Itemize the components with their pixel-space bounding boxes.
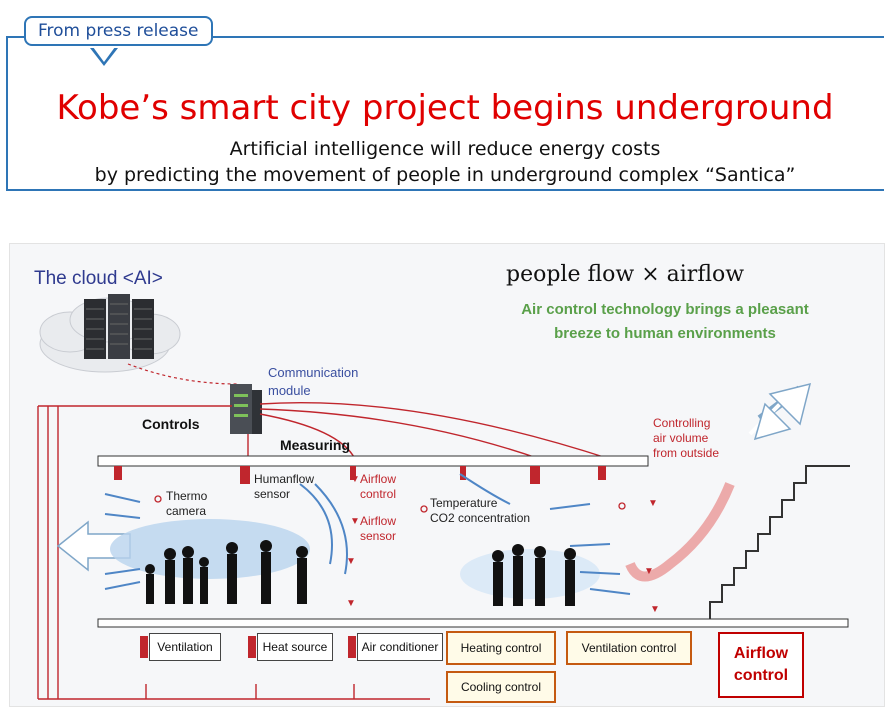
tagline: Air control technology brings a pleasant… (480, 298, 850, 346)
airflow-diagram: ▼ ▼ ▼ ▼ ▼ ▼ ▼ The cloud <AI> people flow × ai… (9, 243, 885, 707)
outside-line-2: air volume (653, 431, 709, 445)
outside-line-1: Controlling (653, 416, 711, 430)
humanflow-line-1: Humanflow (254, 472, 315, 486)
airflow-box-line-1: Airflow (733, 645, 789, 662)
airflow-control-markers: ▼ ▼ ▼ ▼ ▼ ▼ ▼ (346, 474, 660, 615)
outside-air-arrows-icon (748, 382, 812, 441)
server-rack-icon (84, 294, 154, 359)
floor-slab (97, 618, 849, 628)
airflow-sensor-line-2: sensor (360, 529, 397, 543)
svg-text:▼: ▼ (346, 556, 356, 567)
diagram-graphics: ▼ ▼ ▼ ▼ ▼ ▼ ▼ (37, 294, 850, 700)
ventilation-box: Ventilation (149, 633, 221, 661)
cloud-title: The cloud <AI> (34, 268, 163, 289)
people-silhouettes-right (492, 544, 576, 606)
airflow-control-box: Airflow control (718, 632, 804, 698)
measuring-label: Measuring (280, 437, 351, 453)
outside-air-swirl (625, 482, 735, 582)
humanflow-line-2: sensor (254, 487, 291, 501)
ceiling-duct (97, 455, 649, 467)
outside-line-3: from outside (653, 446, 720, 460)
thermo-camera-label: Thermo camera (166, 489, 207, 519)
thermo-line-2: camera (166, 504, 207, 518)
airflow-control-line-2: control (360, 487, 397, 501)
ventilation-control-box: Ventilation control (566, 631, 692, 665)
airflow-control-label: Airflow control (360, 472, 396, 502)
svg-text:▼: ▼ (650, 604, 660, 615)
headline: Kobe’s smart city project begins undergr… (56, 88, 834, 128)
press-release-frame (6, 36, 884, 191)
airflow-arrows (104, 473, 631, 595)
people-area-glow-right (460, 549, 600, 599)
humanflow-sensor-label: Humanflow sensor (254, 472, 314, 502)
thermo-line-1: Thermo (166, 489, 208, 503)
people-silhouettes-left (145, 540, 308, 604)
control-wiring (37, 402, 611, 700)
svg-text:▼: ▼ (350, 474, 360, 485)
subtitle-line-2: by predicting the movement of people in … (94, 164, 796, 186)
subtitle-line-1: Artificial intelligence will reduce ener… (229, 138, 661, 160)
unit-markers (140, 636, 356, 658)
people-flow-title: people flow × airflow (506, 262, 745, 287)
airflow-sensor-label: Airflow sensor (360, 514, 396, 544)
ceiling-vents (114, 466, 606, 484)
controls-label: Controls (142, 416, 200, 432)
svg-text:▼: ▼ (644, 566, 654, 577)
press-release-tag: From press release (24, 16, 213, 46)
sensor-markers (154, 495, 626, 513)
air-conditioner-box: Air conditioner (357, 633, 443, 661)
airflow-sensor-line-1: Airflow (360, 514, 397, 528)
heating-control-box: Heating control (446, 631, 556, 665)
airflow-box-line-2: control (733, 667, 789, 684)
cloud-link-line (127, 363, 239, 385)
temp-line-1: Temperature (430, 496, 498, 510)
outside-air-label: Controlling air volume from outside (653, 416, 719, 461)
temp-line-2: CO2 concentration (430, 511, 531, 525)
tagline-line-1: Air control technology brings a pleasant (521, 301, 809, 318)
staircase (709, 465, 850, 619)
tag-pointer-fill (93, 47, 115, 62)
comm-line-1: Communication (268, 365, 359, 380)
heat-source-box: Heat source (257, 633, 333, 661)
tagline-line-2: breeze to human environments (554, 325, 776, 342)
temperature-co2-label: Temperature CO2 concentration (430, 496, 530, 526)
svg-text:▼: ▼ (648, 498, 658, 509)
svg-text:▼: ▼ (350, 516, 360, 527)
communication-module-label: Communication module (268, 364, 358, 400)
people-area-glow (110, 519, 310, 579)
comm-line-2: module (268, 383, 311, 398)
cooling-control-box: Cooling control (446, 671, 556, 703)
airflow-control-line-1: Airflow (360, 472, 397, 486)
communication-module-icon (230, 384, 262, 434)
svg-text:▼: ▼ (346, 598, 356, 609)
